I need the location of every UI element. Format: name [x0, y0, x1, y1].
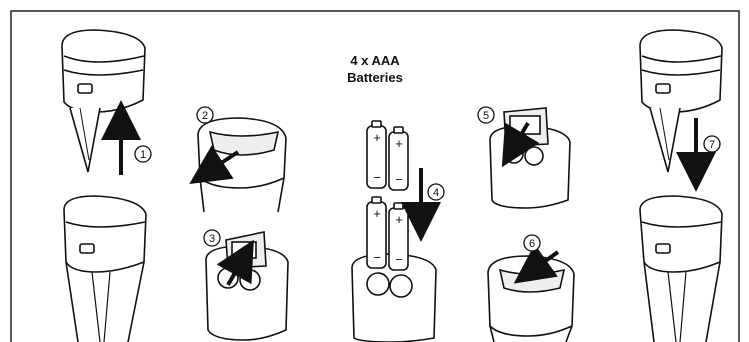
- step-1-number: 1: [140, 149, 146, 161]
- step-1-badge: 1: [135, 146, 151, 162]
- sensor-spike-bottom-right: [640, 196, 722, 342]
- step-6-badge: 6: [524, 235, 540, 251]
- battery-minus-3: −: [373, 250, 381, 265]
- sensor-spike-bottom-left: [64, 196, 146, 342]
- battery-plus-1: +: [373, 130, 381, 145]
- battery-plus-2: +: [395, 136, 403, 151]
- battery-minus-2: −: [395, 172, 403, 187]
- sensor-cap-top-left: [62, 30, 145, 172]
- step-3-number: 3: [209, 233, 215, 245]
- step-2-number: 2: [202, 110, 208, 122]
- step-5-badge: 5: [478, 107, 494, 123]
- step-4-number: 4: [433, 187, 439, 199]
- step-2-badge: 2: [197, 107, 213, 123]
- step-5-number: 5: [483, 110, 489, 122]
- battery-minus-1: −: [373, 170, 381, 185]
- step-7-number: 7: [709, 139, 715, 151]
- battery-plus-3: +: [373, 206, 381, 221]
- battery-minus-4: −: [395, 252, 403, 267]
- battery-plus-4: +: [395, 212, 403, 227]
- sensor-step-2: [198, 118, 286, 212]
- step-6-number: 6: [529, 238, 535, 250]
- sensor-step-3: [206, 232, 288, 340]
- step-7-badge: 7: [704, 136, 720, 152]
- step-4-badge: 4: [428, 184, 444, 200]
- step-3-badge: 3: [204, 230, 220, 246]
- sensor-step-5: [490, 108, 570, 208]
